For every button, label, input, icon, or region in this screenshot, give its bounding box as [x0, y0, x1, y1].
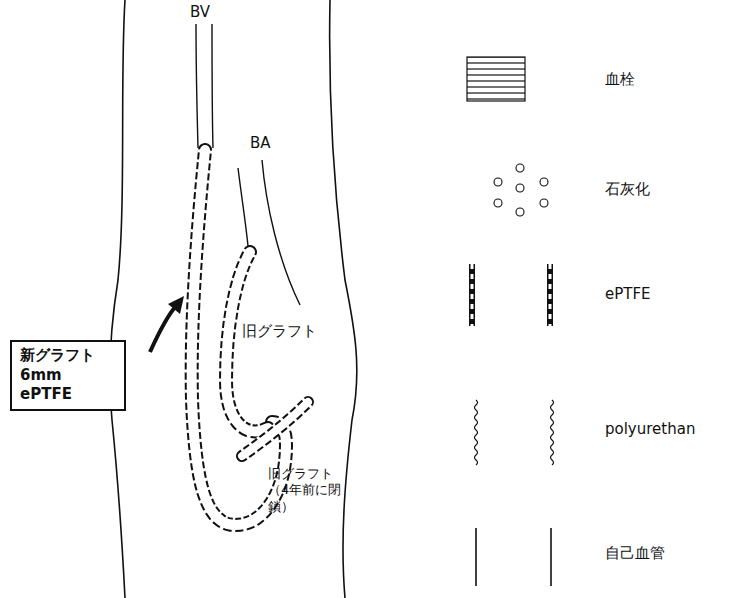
legend-text: polyurethan — [605, 420, 695, 439]
legend-text: ePTFE — [605, 285, 651, 304]
graft-label: 旧グラフト — [240, 322, 319, 341]
callout-arrow — [150, 296, 184, 352]
graft-label: 旧グラフト （4年前に閉鎖） — [268, 466, 348, 515]
vessel-label: BA — [250, 134, 271, 153]
legend-text: 石灰化 — [605, 180, 650, 199]
legend-text: 血栓 — [605, 70, 635, 89]
callout-text: 新グラフト 6mm ePTFE — [20, 346, 116, 405]
callout-box: 新グラフト 6mm ePTFE — [10, 340, 126, 411]
vessel-label: BV — [190, 3, 210, 22]
arm-outline — [110, 0, 357, 598]
legend-samples — [467, 57, 554, 586]
legend-text: 自己血管 — [605, 544, 665, 563]
